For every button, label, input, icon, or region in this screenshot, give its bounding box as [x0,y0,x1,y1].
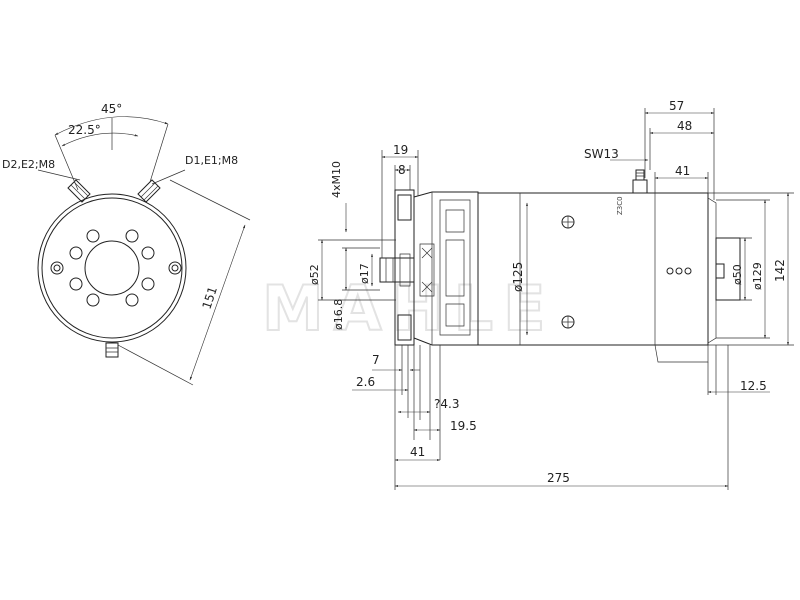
cooling-windows [445,209,465,327]
label-dia-17: ø17 [358,263,371,284]
rear-terminal-stud-icon [715,263,725,279]
label-angle-45: 45° [101,102,122,116]
label-sw13: SW13 [584,147,619,161]
terminal-left-icon [67,179,91,203]
label-48: 48 [677,119,692,133]
rear-cap [707,197,717,344]
terminal-right-icon [137,179,161,203]
label-57: 57 [669,99,684,113]
bottom-stud-icon [105,342,119,358]
housing-outer-circle [37,193,187,343]
bottom-extension-lines [394,345,729,490]
end-cap-detail [431,192,471,345]
bore-circle [84,240,140,296]
label-4-3: ?4.3 [434,397,459,411]
label-dia-52: ø52 [308,264,321,285]
body-screw-top-icon [561,215,575,229]
bearing-icon [419,243,435,297]
dim-151-extensions [117,179,251,386]
body-mark: Z3C0 [616,196,624,215]
bottom-foot [654,344,709,363]
side-view: Z3C0 57 48 SW13 [308,99,794,490]
flange-lugs [397,194,412,341]
front-view: 45° 22.5° D2,E2;M8 D1,E1;M8 151 [2,102,251,386]
label-dia-16-8: ø16.8 [332,299,345,330]
label-angle-22-5: 22.5° [68,123,101,137]
label-275: 275 [547,471,570,485]
shaft-detail [385,253,411,287]
dim-151-line [189,224,246,381]
label-19-5: 19.5 [450,419,477,433]
label-2-6: 2.6 [356,375,375,389]
label-41-bottom: 41 [410,445,425,459]
label-12-5: 12.5 [740,379,767,393]
label-terminal-right: D1,E1;M8 [185,154,238,167]
body-screw-bottom-icon [561,315,575,329]
label-terminal-left: D2,E2;M8 [2,158,55,171]
label-19: 19 [393,143,408,157]
sw13-terminal-icon [632,169,648,194]
angle-22-5-arc [61,132,139,147]
housing-inner-circle [41,197,183,339]
label-7: 7 [372,353,380,367]
label-dia-151: 151 [200,285,220,311]
leader-right [151,169,186,185]
watermark-text: MAHLE [262,272,555,345]
angle-45-arc [54,116,169,136]
left-extension-lines [318,239,396,301]
bolt-hole-pattern [50,229,182,307]
label-dia-129: ø129 [751,262,764,290]
label-142: 142 [773,259,787,282]
shaft [379,257,415,283]
angle-extension-lines [54,118,169,191]
leader-left [37,169,81,181]
right-extension-lines [708,192,794,346]
label-8: 8 [398,163,406,177]
flange-extension-lines [381,150,419,258]
label-4xm10: 4xM10 [330,161,343,198]
label-dia-125: ø125 [511,262,525,292]
terminal-dots-icon [666,267,692,275]
label-41-right: 41 [675,164,690,178]
top-extension-lines [644,108,715,200]
label-dia-50: ø50 [731,264,744,285]
